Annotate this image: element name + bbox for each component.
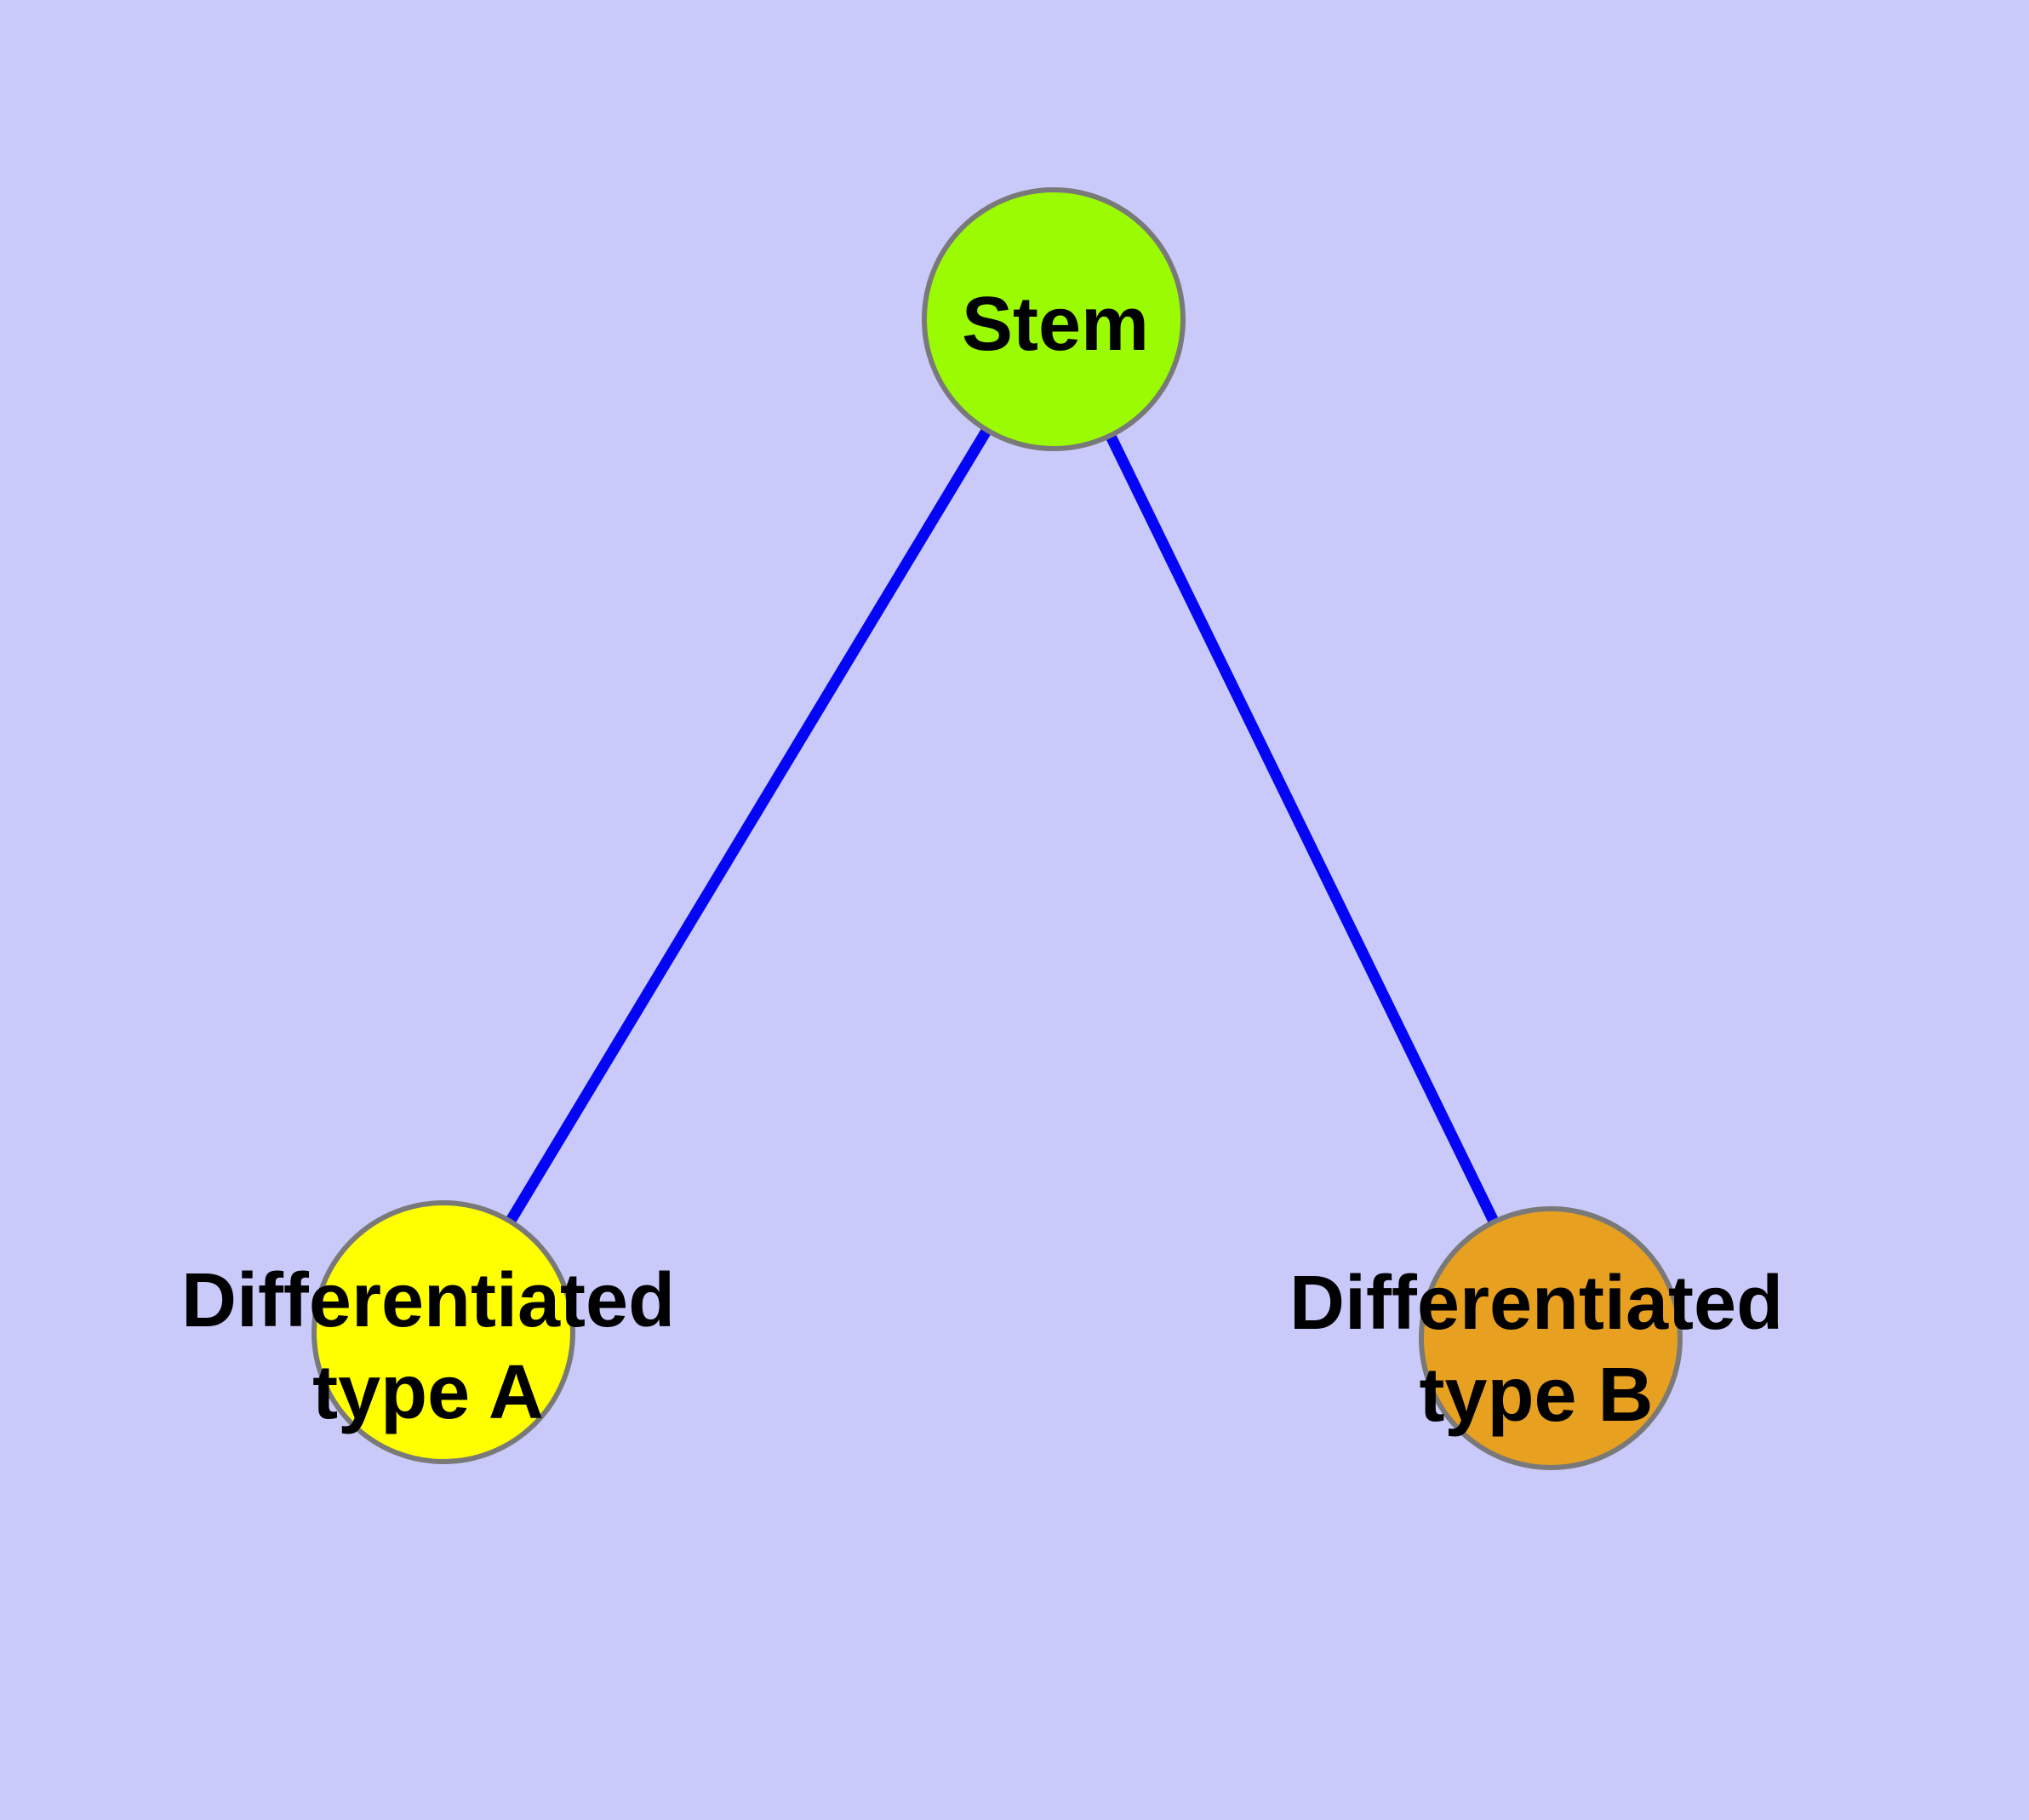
edge-stem-to-type-b [1049,317,1556,1341]
node-stem-label: Stem [962,278,1149,370]
node-type-b-label: Differentiated type B [1289,1257,1783,1441]
edge-stem-to-type-a [438,316,1059,1336]
node-type-b-label-line-1: Differentiated [1289,1261,1784,1346]
node-type-b-circle [1419,1206,1683,1470]
node-type-a-circle [311,1200,575,1464]
node-type-a-label-line-1: Differentiated [180,1258,676,1343]
node-type-b-label-line-2: type B [1419,1353,1654,1438]
node-type-a-label-line-2: type A [312,1350,544,1435]
node-stem-label-line-1: Stem [961,282,1150,367]
node-type-a-label: Differentiated type A [181,1255,675,1439]
node-stem-circle [922,187,1186,451]
